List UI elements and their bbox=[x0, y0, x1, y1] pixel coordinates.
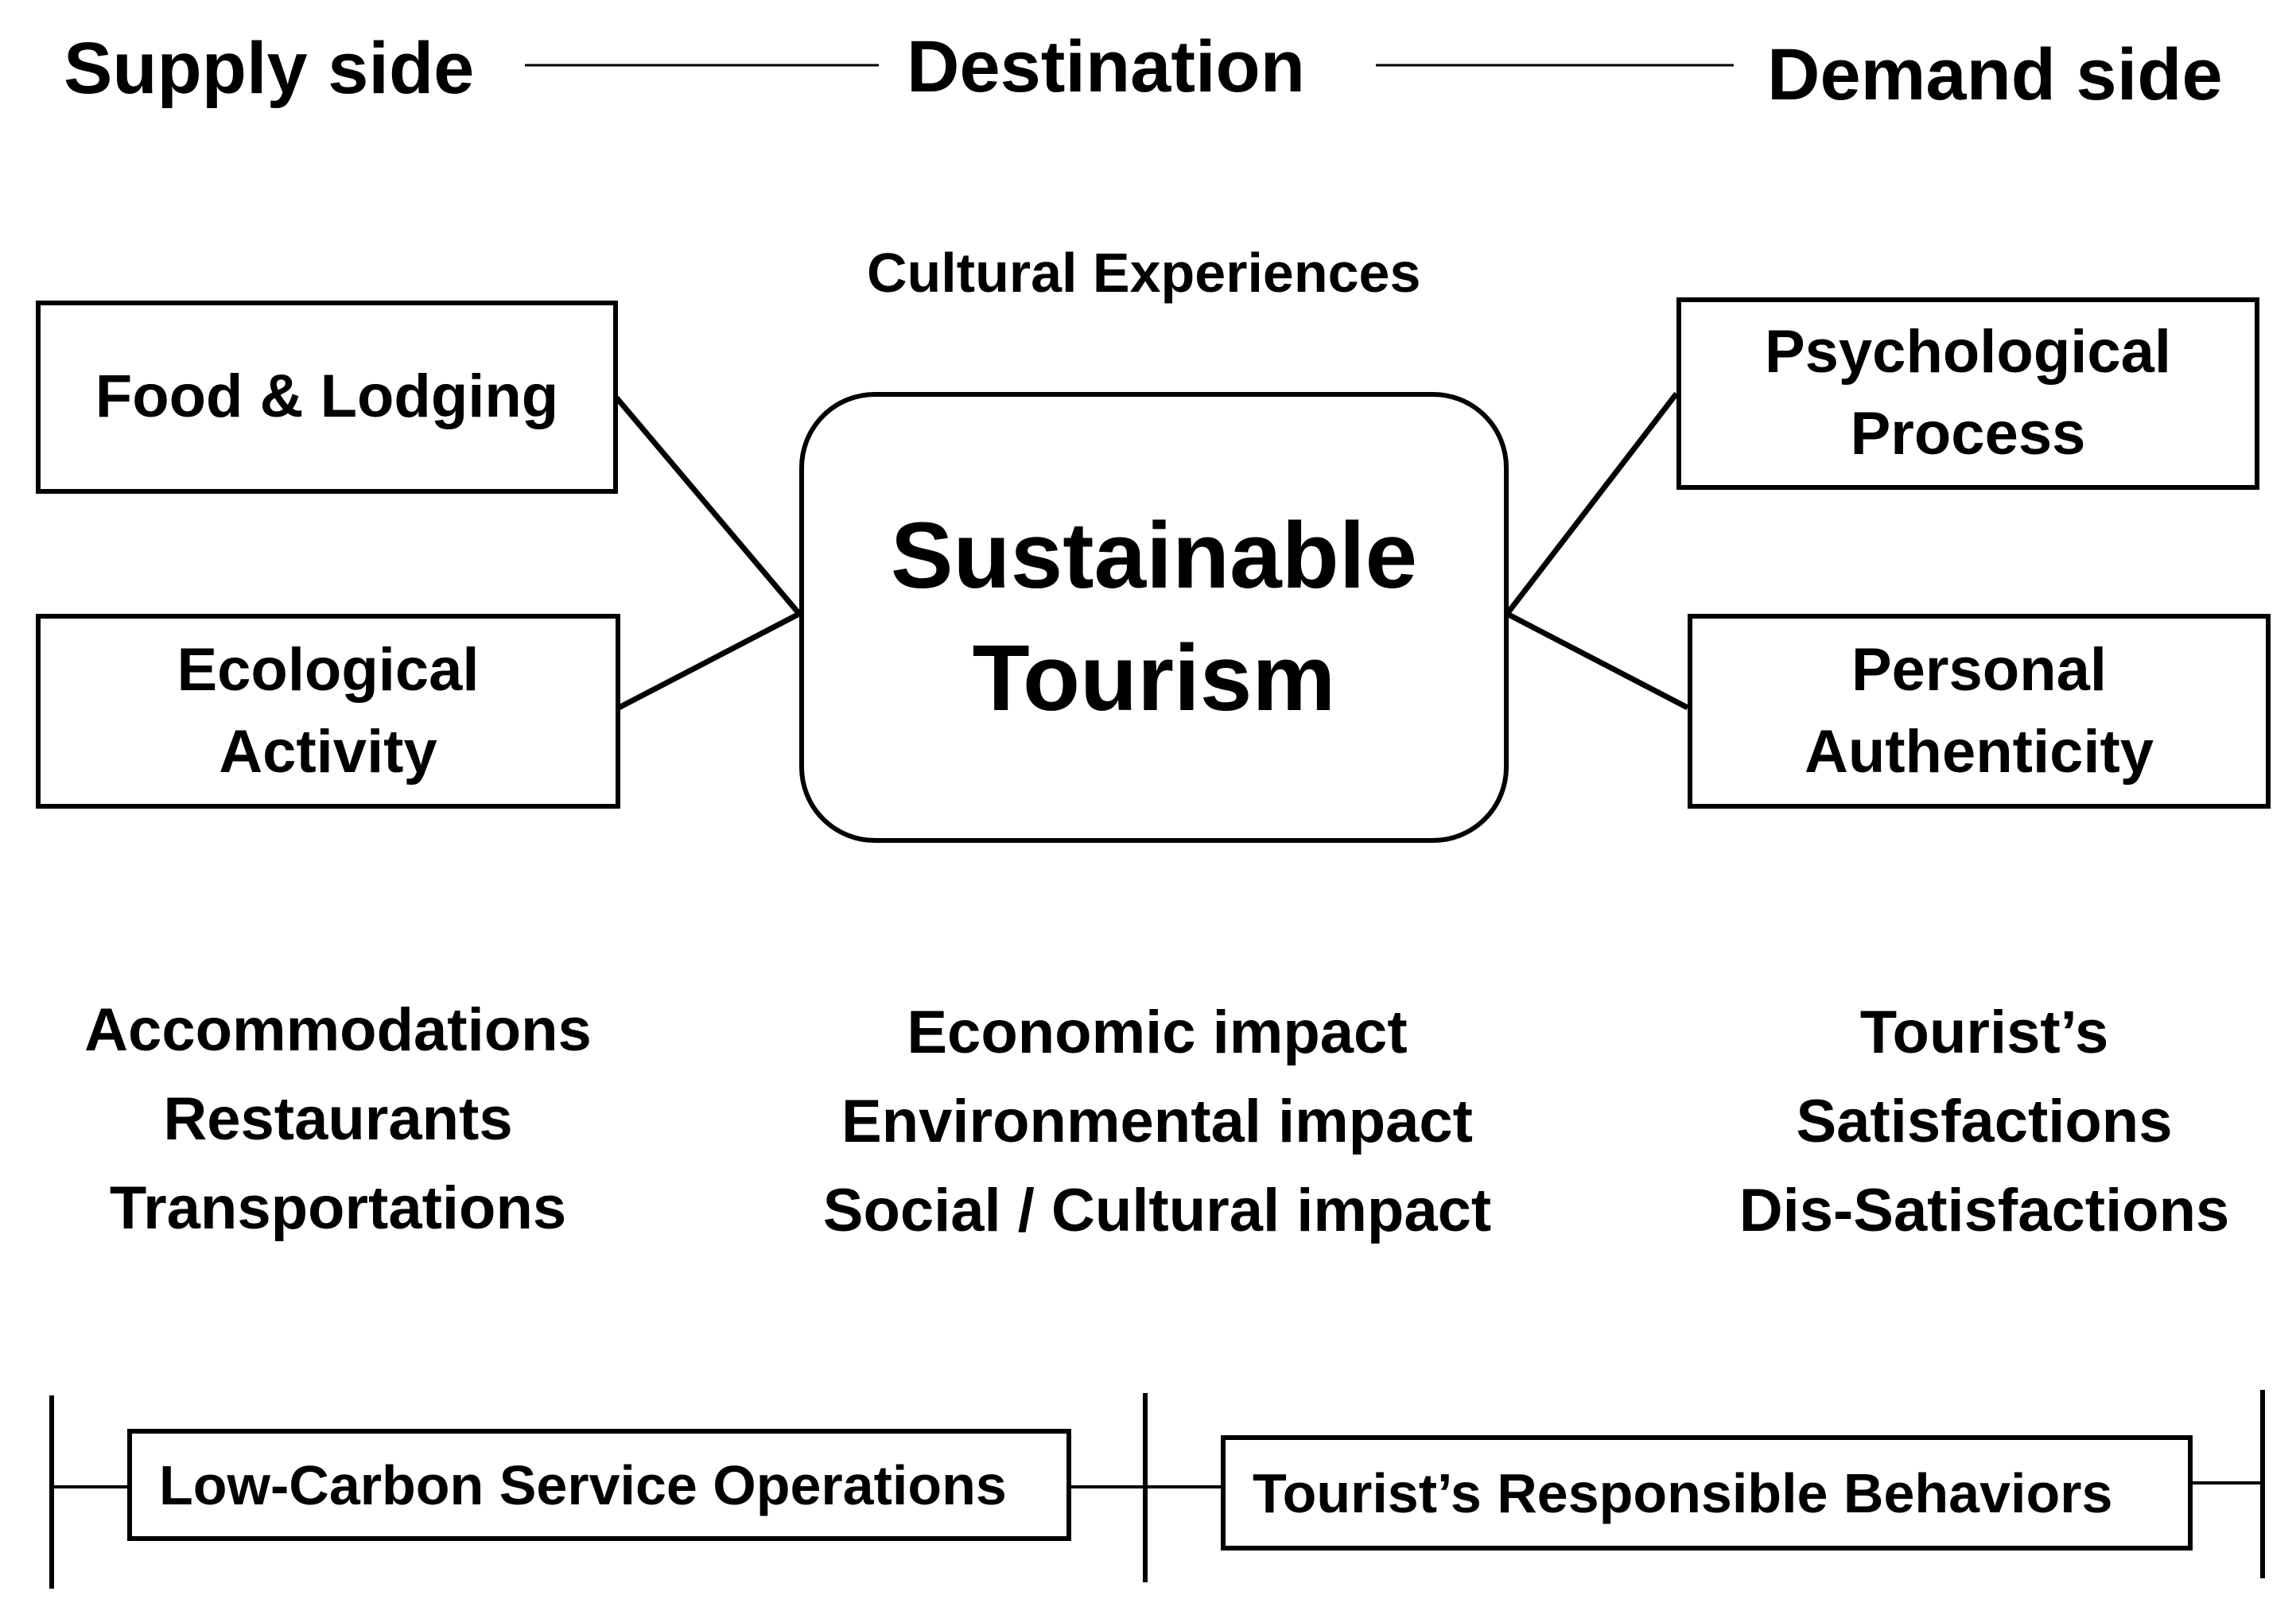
ecological-activity-line2: Activity bbox=[219, 717, 437, 786]
tourists-responsible-behaviors-label: Tourist’s Responsible Behaviors bbox=[1253, 1461, 2113, 1524]
supply-list-item: Transportations bbox=[109, 1174, 567, 1242]
psychological-process-box: Psychological Process bbox=[1676, 297, 2259, 490]
low-carbon-service-operations-box: Low-Carbon Service Operations bbox=[127, 1429, 1071, 1541]
destination-impact-list: Economic impact Environmental impact Soc… bbox=[787, 988, 1527, 1256]
supply-list-item: Restaurants bbox=[163, 1085, 513, 1153]
ecological-activity-line1: Ecological bbox=[177, 635, 480, 704]
psychological-process-line1: Psychological bbox=[1764, 318, 2172, 386]
sustainable-tourism-box: Sustainable Tourism bbox=[799, 392, 1509, 843]
header-supply-side: Supply side bbox=[64, 28, 475, 109]
demand-list-item: Dis-Satisfactions bbox=[1739, 1177, 2230, 1244]
header-demand-side: Demand side bbox=[1767, 34, 2223, 115]
destination-list-item: Economic impact bbox=[907, 999, 1408, 1066]
personal-authenticity-line2: Authenticity bbox=[1804, 717, 2154, 786]
personal-authenticity-box: Personal Authenticity bbox=[1688, 614, 2271, 809]
header-destination: Destination bbox=[907, 26, 1305, 107]
connector-psychological-process bbox=[1505, 391, 1679, 616]
low-carbon-service-operations-label: Low-Carbon Service Operations bbox=[159, 1453, 1007, 1516]
ecological-activity-box: Ecological Activity bbox=[36, 614, 620, 809]
personal-authenticity-line1: Personal bbox=[1851, 635, 2108, 704]
food-lodging-label: Food & Lodging bbox=[95, 363, 559, 431]
supply-side-list: Accommodations Restaurants Transportatio… bbox=[48, 986, 628, 1253]
connector-ecological-activity bbox=[617, 611, 801, 711]
destination-list-item: Environmental impact bbox=[841, 1088, 1473, 1155]
psychological-process-line2: Process bbox=[1850, 400, 2086, 468]
demand-list-item: Satisfactions bbox=[1796, 1088, 2173, 1155]
connector-food-lodging bbox=[614, 395, 802, 616]
tourists-responsible-behaviors-box: Tourist’s Responsible Behaviors bbox=[1221, 1435, 2193, 1550]
demand-side-list: Tourist’s Satisfactions Dis-Satisfaction… bbox=[1706, 988, 2263, 1256]
supply-list-item: Accommodations bbox=[84, 996, 592, 1064]
demand-list-item: Tourist’s bbox=[1859, 999, 2109, 1066]
cultural-experiences-caption: Cultural Experiences bbox=[867, 242, 1421, 304]
sustainable-tourism-line2: Tourism bbox=[972, 625, 1336, 731]
sustainable-tourism-line1: Sustainable bbox=[890, 503, 1418, 609]
destination-list-item: Social / Cultural impact bbox=[822, 1177, 1492, 1244]
food-lodging-box: Food & Lodging bbox=[36, 301, 618, 494]
connector-personal-authenticity bbox=[1505, 611, 1689, 711]
